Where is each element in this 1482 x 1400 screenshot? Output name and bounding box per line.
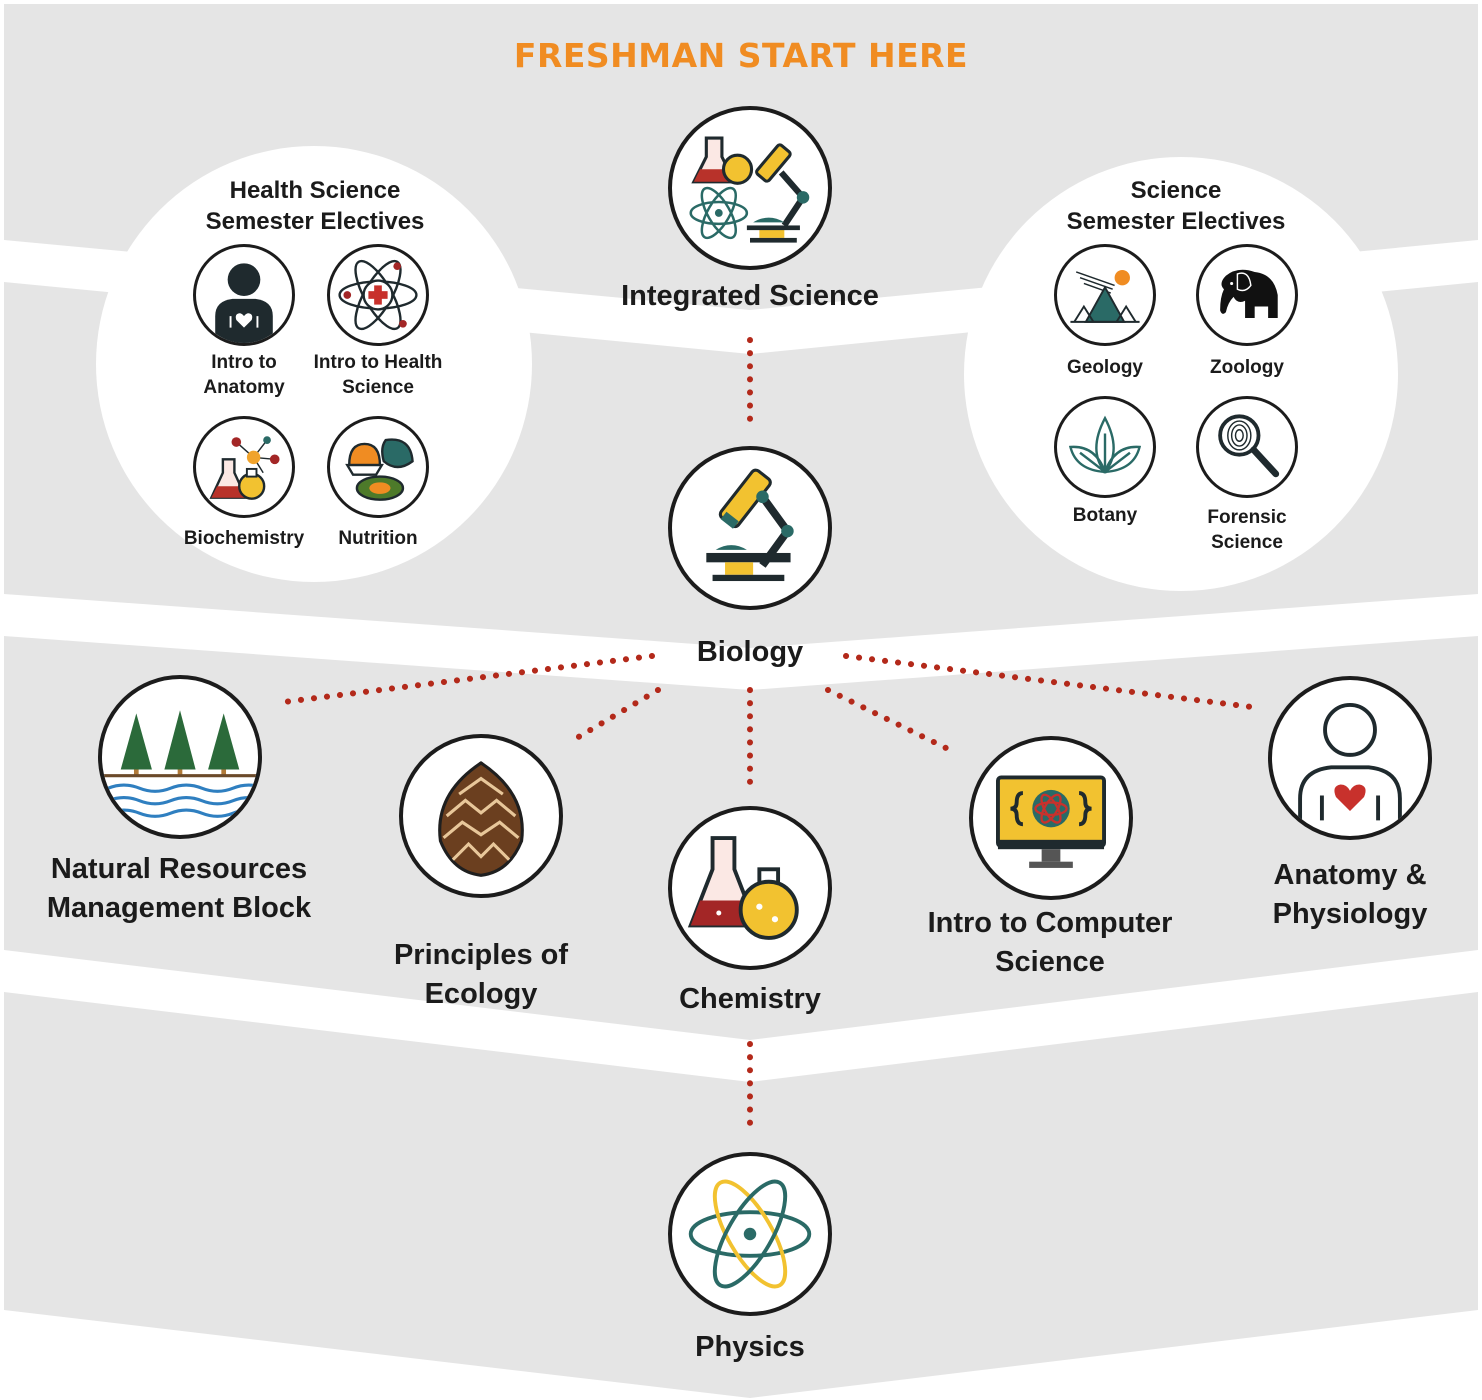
principles-of-ecology-label: Principles of Ecology — [393, 939, 569, 1010]
page-title: FRESHMAN START HERE — [513, 36, 969, 75]
fingerprint-magnifier-icon — [1196, 396, 1298, 498]
physics-label: Physics — [695, 1331, 805, 1363]
health-elective-label-2: Intro to Health Science — [313, 352, 443, 398]
leaves-icon — [1054, 396, 1156, 498]
science-elective-label-3: Botany — [1072, 505, 1138, 526]
mountain-meteor-icon — [1054, 244, 1156, 346]
biology-label: Biology — [696, 636, 804, 668]
natural-resources-label: Natural Resources Management Block — [46, 853, 312, 924]
atom-icon — [668, 1152, 832, 1316]
food-icon — [327, 416, 429, 518]
science-lab-icon — [668, 106, 832, 270]
science-elective-label-2: Zoology — [1210, 357, 1284, 378]
health-electives-panel — [96, 146, 532, 582]
intro-computer-science-label: Intro to Computer Science — [927, 907, 1173, 978]
science-electives-title: Science Semester Electives — [1066, 177, 1286, 235]
forest-river-icon — [98, 675, 262, 839]
computer-atom-icon — [969, 736, 1133, 900]
microscope-icon — [668, 446, 832, 610]
person-heart-icon — [193, 244, 295, 346]
person-heart-outline-icon — [1268, 676, 1432, 840]
integrated-science-label: Integrated Science — [621, 280, 879, 312]
science-elective-label-4: Forensic Science — [1207, 507, 1287, 553]
pinecone-icon — [399, 734, 563, 898]
molecule-flask-icon — [193, 416, 295, 518]
health-elective-label-1: Intro to Anatomy — [203, 352, 285, 398]
science-elective-label-1: Geology — [1066, 357, 1143, 378]
health-elective-label-4: Nutrition — [338, 528, 418, 549]
health-electives-title: Health Science Semester Electives — [205, 177, 425, 235]
science-electives-panel — [964, 157, 1398, 591]
chemistry-label: Chemistry — [679, 983, 821, 1015]
flasks-icon — [668, 806, 832, 970]
atom-medical-cross-icon — [327, 244, 429, 346]
health-elective-label-3: Biochemistry — [183, 528, 305, 549]
elephant-icon — [1196, 244, 1298, 346]
anatomy-physiology-label: Anatomy & Physiology — [1272, 859, 1428, 930]
